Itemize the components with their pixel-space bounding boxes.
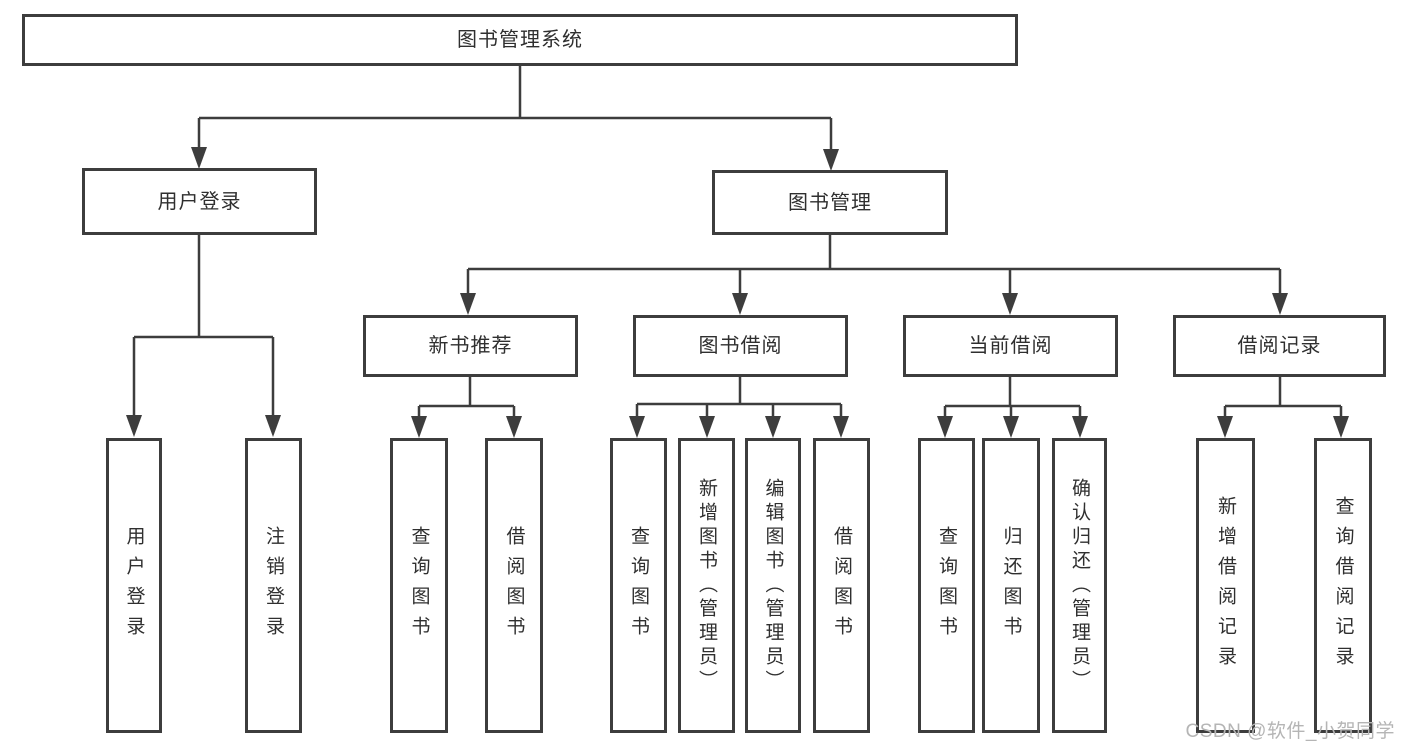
node-cb-confirm-return-admin: 确认归还（管理员） <box>1052 438 1107 733</box>
node-book-borrow: 图书借阅 <box>633 315 848 377</box>
node-root: 图书管理系统 <box>22 14 1018 66</box>
node-bb-edit-book-admin: 编辑图书（管理员） <box>745 438 801 733</box>
connector-currentborrow-to-children <box>937 377 1088 438</box>
node-borrow-record: 借阅记录 <box>1173 315 1386 377</box>
node-br-add-record: 新增借阅记录 <box>1196 438 1255 733</box>
node-rec-query-book: 查询图书 <box>390 438 448 733</box>
node-logout-action: 注销登录 <box>245 438 302 733</box>
node-bb-query-book: 查询图书 <box>610 438 667 733</box>
node-cb-query-book: 查询图书 <box>918 438 975 733</box>
connector-newbookrec-to-children <box>411 377 522 438</box>
node-rec-borrow-book: 借阅图书 <box>485 438 543 733</box>
node-current-borrow: 当前借阅 <box>903 315 1118 377</box>
connector-userlogin-to-children <box>126 235 281 437</box>
node-cb-return-book: 归还图书 <box>982 438 1040 733</box>
node-user-login: 用户登录 <box>82 168 317 235</box>
csdn-watermark: CSDN @软件_小贺同学 <box>1185 721 1395 742</box>
node-bb-borrow-book: 借阅图书 <box>813 438 870 733</box>
node-br-query-record: 查询借阅记录 <box>1314 438 1372 733</box>
connector-root-to-level2 <box>191 66 839 171</box>
node-user-login-action: 用户登录 <box>106 438 162 733</box>
connector-borrowrecord-to-children <box>1217 377 1349 438</box>
connector-bookborrow-to-children <box>629 377 849 438</box>
connector-bookmgmt-to-level3 <box>460 235 1288 315</box>
node-new-book-recommend: 新书推荐 <box>363 315 578 377</box>
node-bb-add-book-admin: 新增图书（管理员） <box>678 438 735 733</box>
node-book-management: 图书管理 <box>712 170 948 235</box>
